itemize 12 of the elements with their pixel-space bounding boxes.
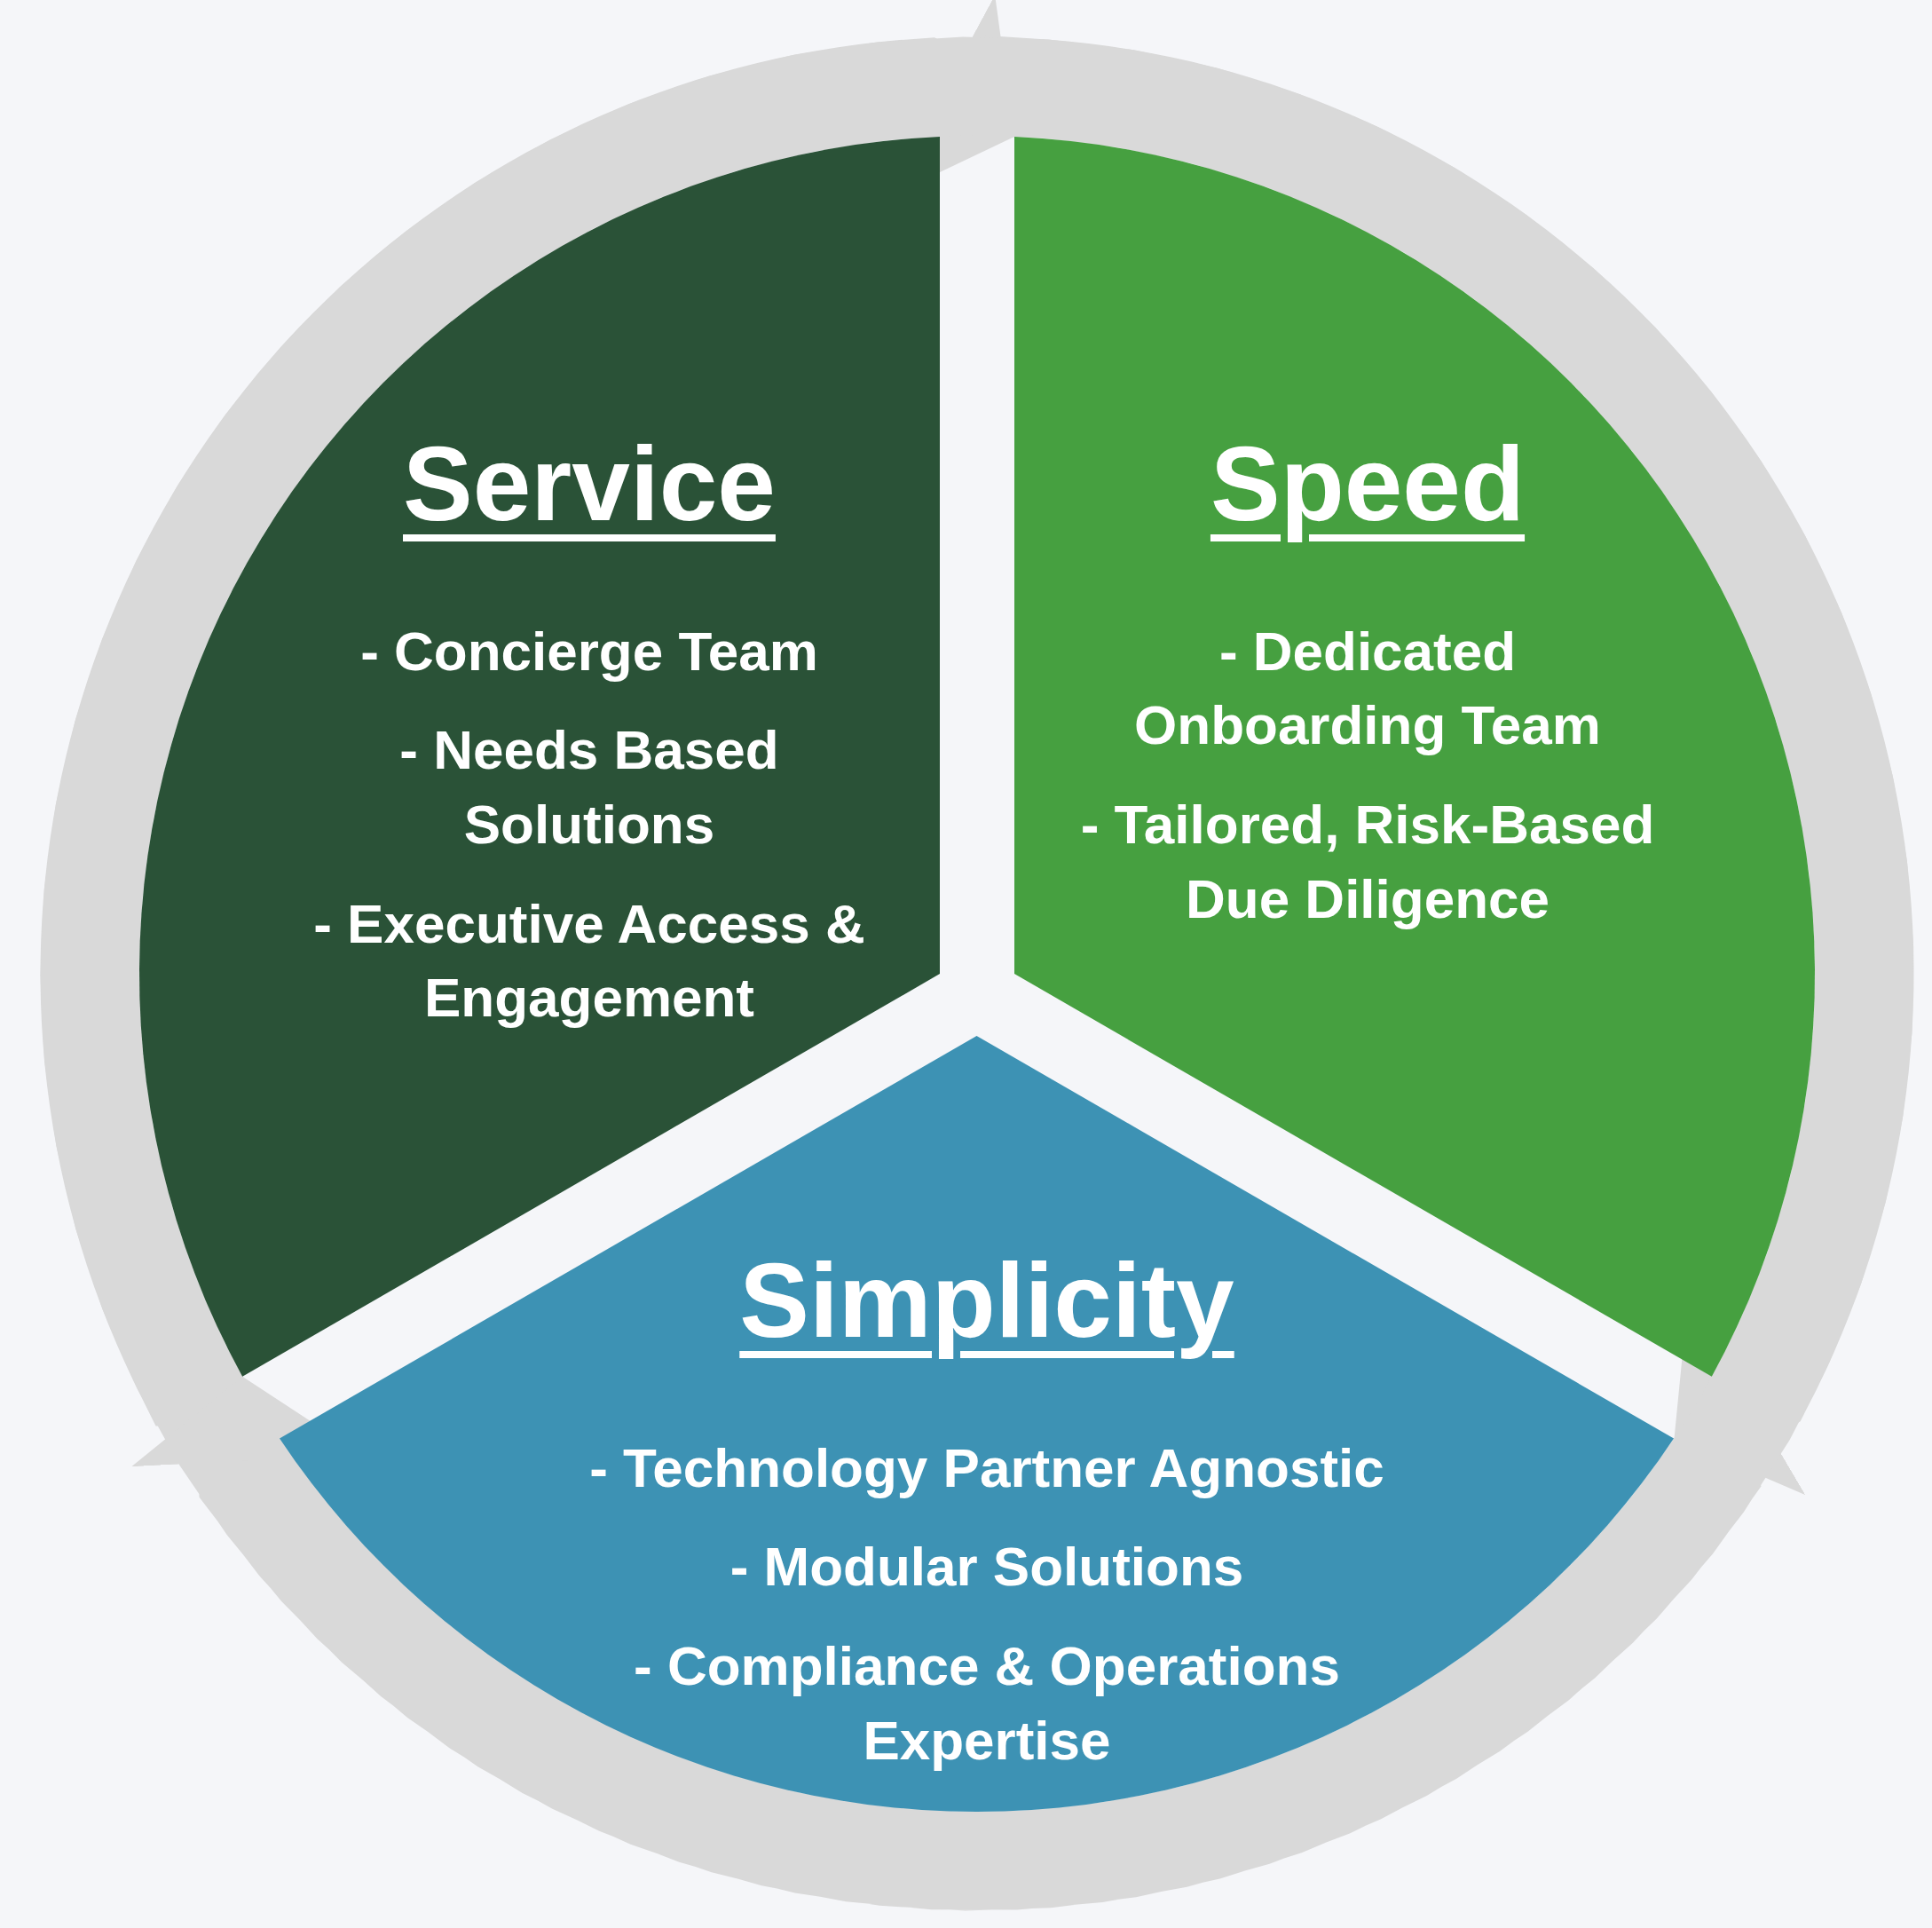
bullet-text: - Executive Access & Engagement	[312, 891, 866, 1031]
bullet-text: - Modular Solutions	[729, 1535, 1244, 1600]
bullet-text: - Dedicated Onboarding Team	[1133, 619, 1602, 758]
bullet-text: - Technology Partner Agnostic	[589, 1435, 1384, 1500]
bullet-text: - Needs Based Solutions	[398, 718, 780, 857]
sector-title: Service	[403, 424, 776, 544]
sector-title: Speed	[1210, 424, 1526, 544]
bullet-text: - Concierge Team	[360, 619, 818, 683]
bullet-text: - Tailored, Risk-Based Due Diligence	[1079, 793, 1656, 931]
cycle-arrow	[40, 36, 1914, 1911]
sector-title: Simplicity	[739, 1241, 1234, 1361]
bullet-text: - Compliance & Operations Expertise	[633, 1634, 1341, 1773]
